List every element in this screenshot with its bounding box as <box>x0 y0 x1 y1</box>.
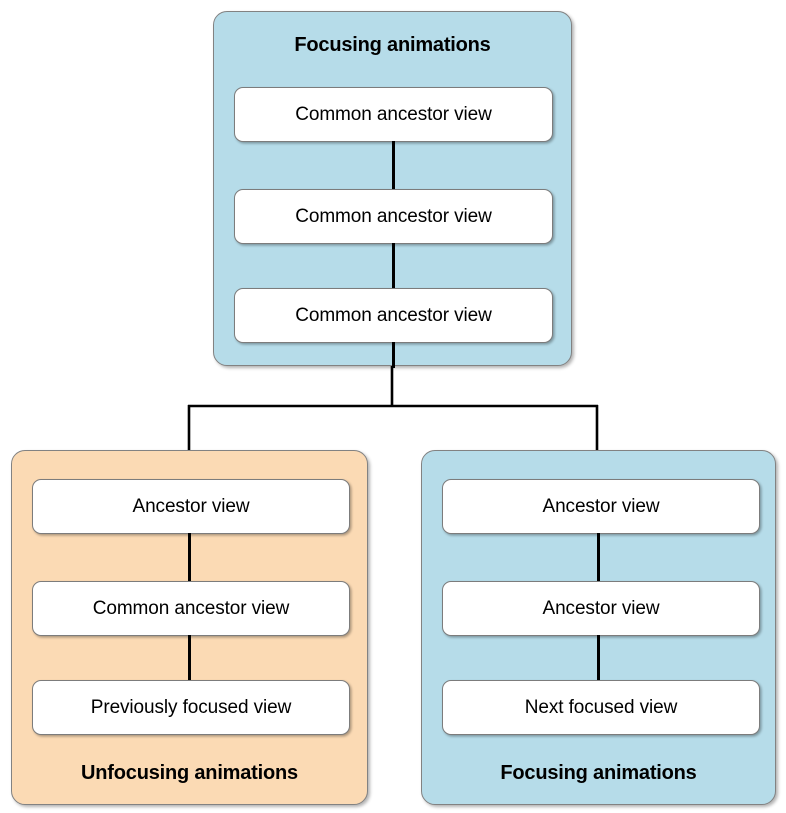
view-box-common-ancestor-1[interactable]: Common ancestor view <box>234 87 553 142</box>
group-focusing-animations-bottom: Ancestor view Ancestor view Next focused… <box>421 450 776 805</box>
view-box-label: Next focused view <box>524 697 678 718</box>
stub-line-left-2 <box>188 635 191 681</box>
view-box-common-ancestor-2[interactable]: Common ancestor view <box>234 189 553 244</box>
stub-line-left-1 <box>188 533 191 582</box>
view-box-ancestor-view-right-1[interactable]: Ancestor view <box>442 479 760 534</box>
group-title-focusing-animations-bottom: Focusing animations <box>500 762 697 784</box>
group-focusing-animations-top: Focusing animations Common ancestor view… <box>213 11 572 368</box>
stub-line-top-1 <box>392 141 395 190</box>
view-box-label: Previously focused view <box>90 697 292 718</box>
view-box-label: Common ancestor view <box>295 104 492 125</box>
group-title-unfocusing-animations: Unfocusing animations <box>81 762 298 784</box>
view-box-common-ancestor-left[interactable]: Common ancestor view <box>32 581 350 636</box>
stub-line-right-1 <box>597 533 600 582</box>
view-box-label: Ancestor view <box>132 496 250 517</box>
view-box-next-focused-view[interactable]: Next focused view <box>442 680 760 735</box>
view-box-ancestor-view-left-1[interactable]: Ancestor view <box>32 479 350 534</box>
view-box-label: Ancestor view <box>542 496 660 517</box>
view-box-label: Common ancestor view <box>295 305 492 326</box>
view-box-ancestor-view-right-2[interactable]: Ancestor view <box>442 581 760 636</box>
group-unfocusing-animations: Ancestor view Common ancestor view Previ… <box>11 450 368 805</box>
group-title-focusing-animations-top: Focusing animations <box>294 34 491 56</box>
stub-line-top-2 <box>392 243 395 289</box>
view-box-label: Ancestor view <box>542 598 660 619</box>
stub-line-right-2 <box>597 635 600 681</box>
view-box-label: Common ancestor view <box>295 206 492 227</box>
stub-line-top-exit <box>392 342 395 368</box>
view-box-previously-focused-view[interactable]: Previously focused view <box>32 680 350 735</box>
view-box-label: Common ancestor view <box>92 598 290 619</box>
view-box-common-ancestor-3[interactable]: Common ancestor view <box>234 288 553 343</box>
